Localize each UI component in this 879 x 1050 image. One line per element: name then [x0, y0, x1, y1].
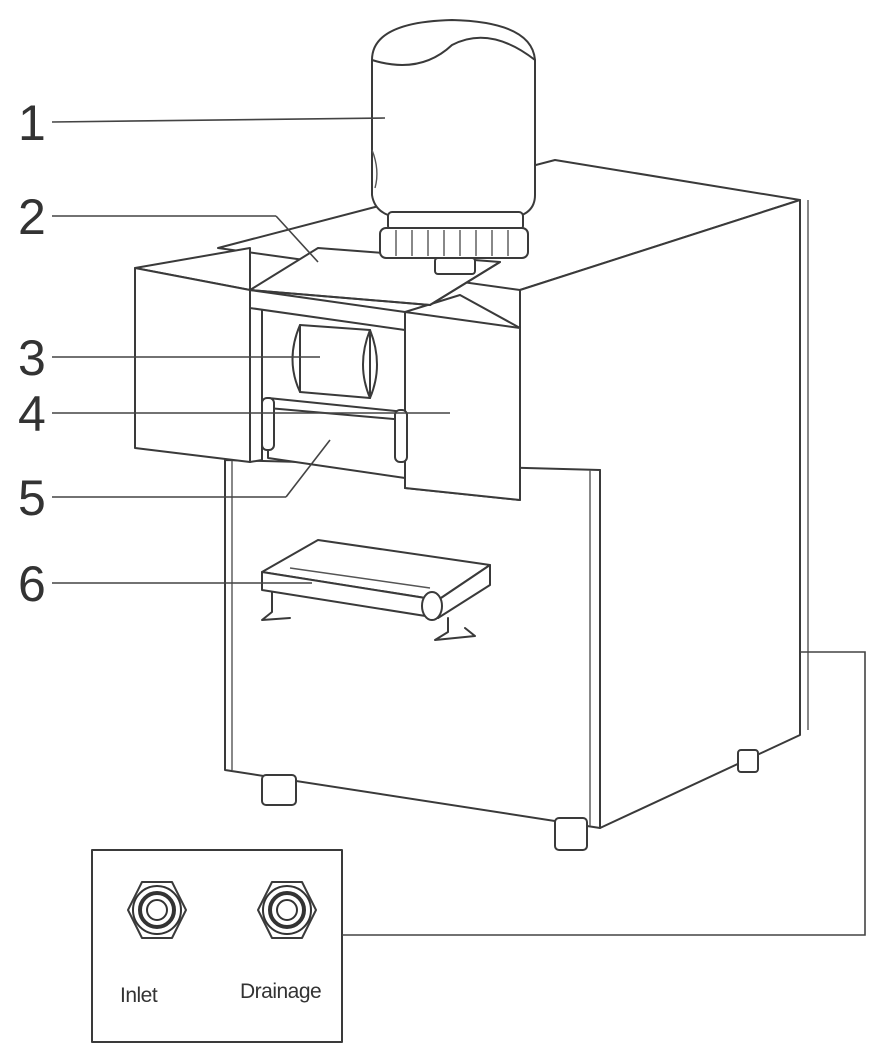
drainage-label: Drainage [240, 980, 322, 1003]
callout-4: 4 [18, 386, 46, 442]
inlet-port-icon [127, 881, 187, 939]
leader-lines [51, 117, 450, 584]
inlet-label: Inlet [120, 984, 158, 1007]
callout-6: 6 [18, 556, 46, 612]
front-flap [261, 397, 408, 479]
drainage-port-icon [257, 881, 317, 939]
upper-housing [134, 247, 521, 501]
callout-5: 5 [18, 470, 46, 526]
bottle [371, 19, 536, 275]
callout-3: 3 [18, 330, 46, 386]
drum [291, 324, 378, 399]
callout-1: 1 [18, 95, 46, 151]
callout-2: 2 [18, 189, 46, 245]
